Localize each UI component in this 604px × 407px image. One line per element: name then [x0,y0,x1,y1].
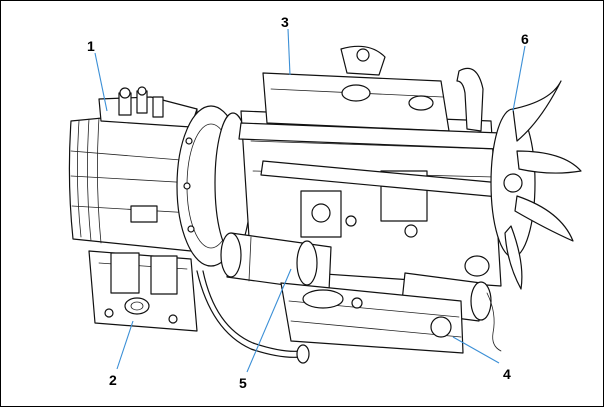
valve-cover [262,45,450,132]
radiator-fan [490,80,582,290]
leader-line-4 [452,336,500,364]
callout-5: 5 [239,375,247,391]
leader-line-1 [94,52,108,112]
callout-3: 3 [281,14,289,30]
callout-6: 6 [521,31,529,47]
wiring-harness [486,292,502,352]
leader-line-2 [116,320,134,370]
callout-4: 4 [503,366,511,382]
leader-line-5 [246,268,292,373]
leader-line-3 [287,28,291,76]
bell-housing [176,105,252,267]
callout-2: 2 [109,372,117,388]
starter-motor [220,232,332,292]
oil-pan [280,282,464,354]
callout-1: 1 [87,38,95,54]
leader-line-6 [512,45,526,112]
mount-base [88,250,198,332]
coolant-hose [196,270,310,364]
leader-lines [94,28,526,373]
callout-labels: 1 2 3 4 5 6 [87,14,529,391]
